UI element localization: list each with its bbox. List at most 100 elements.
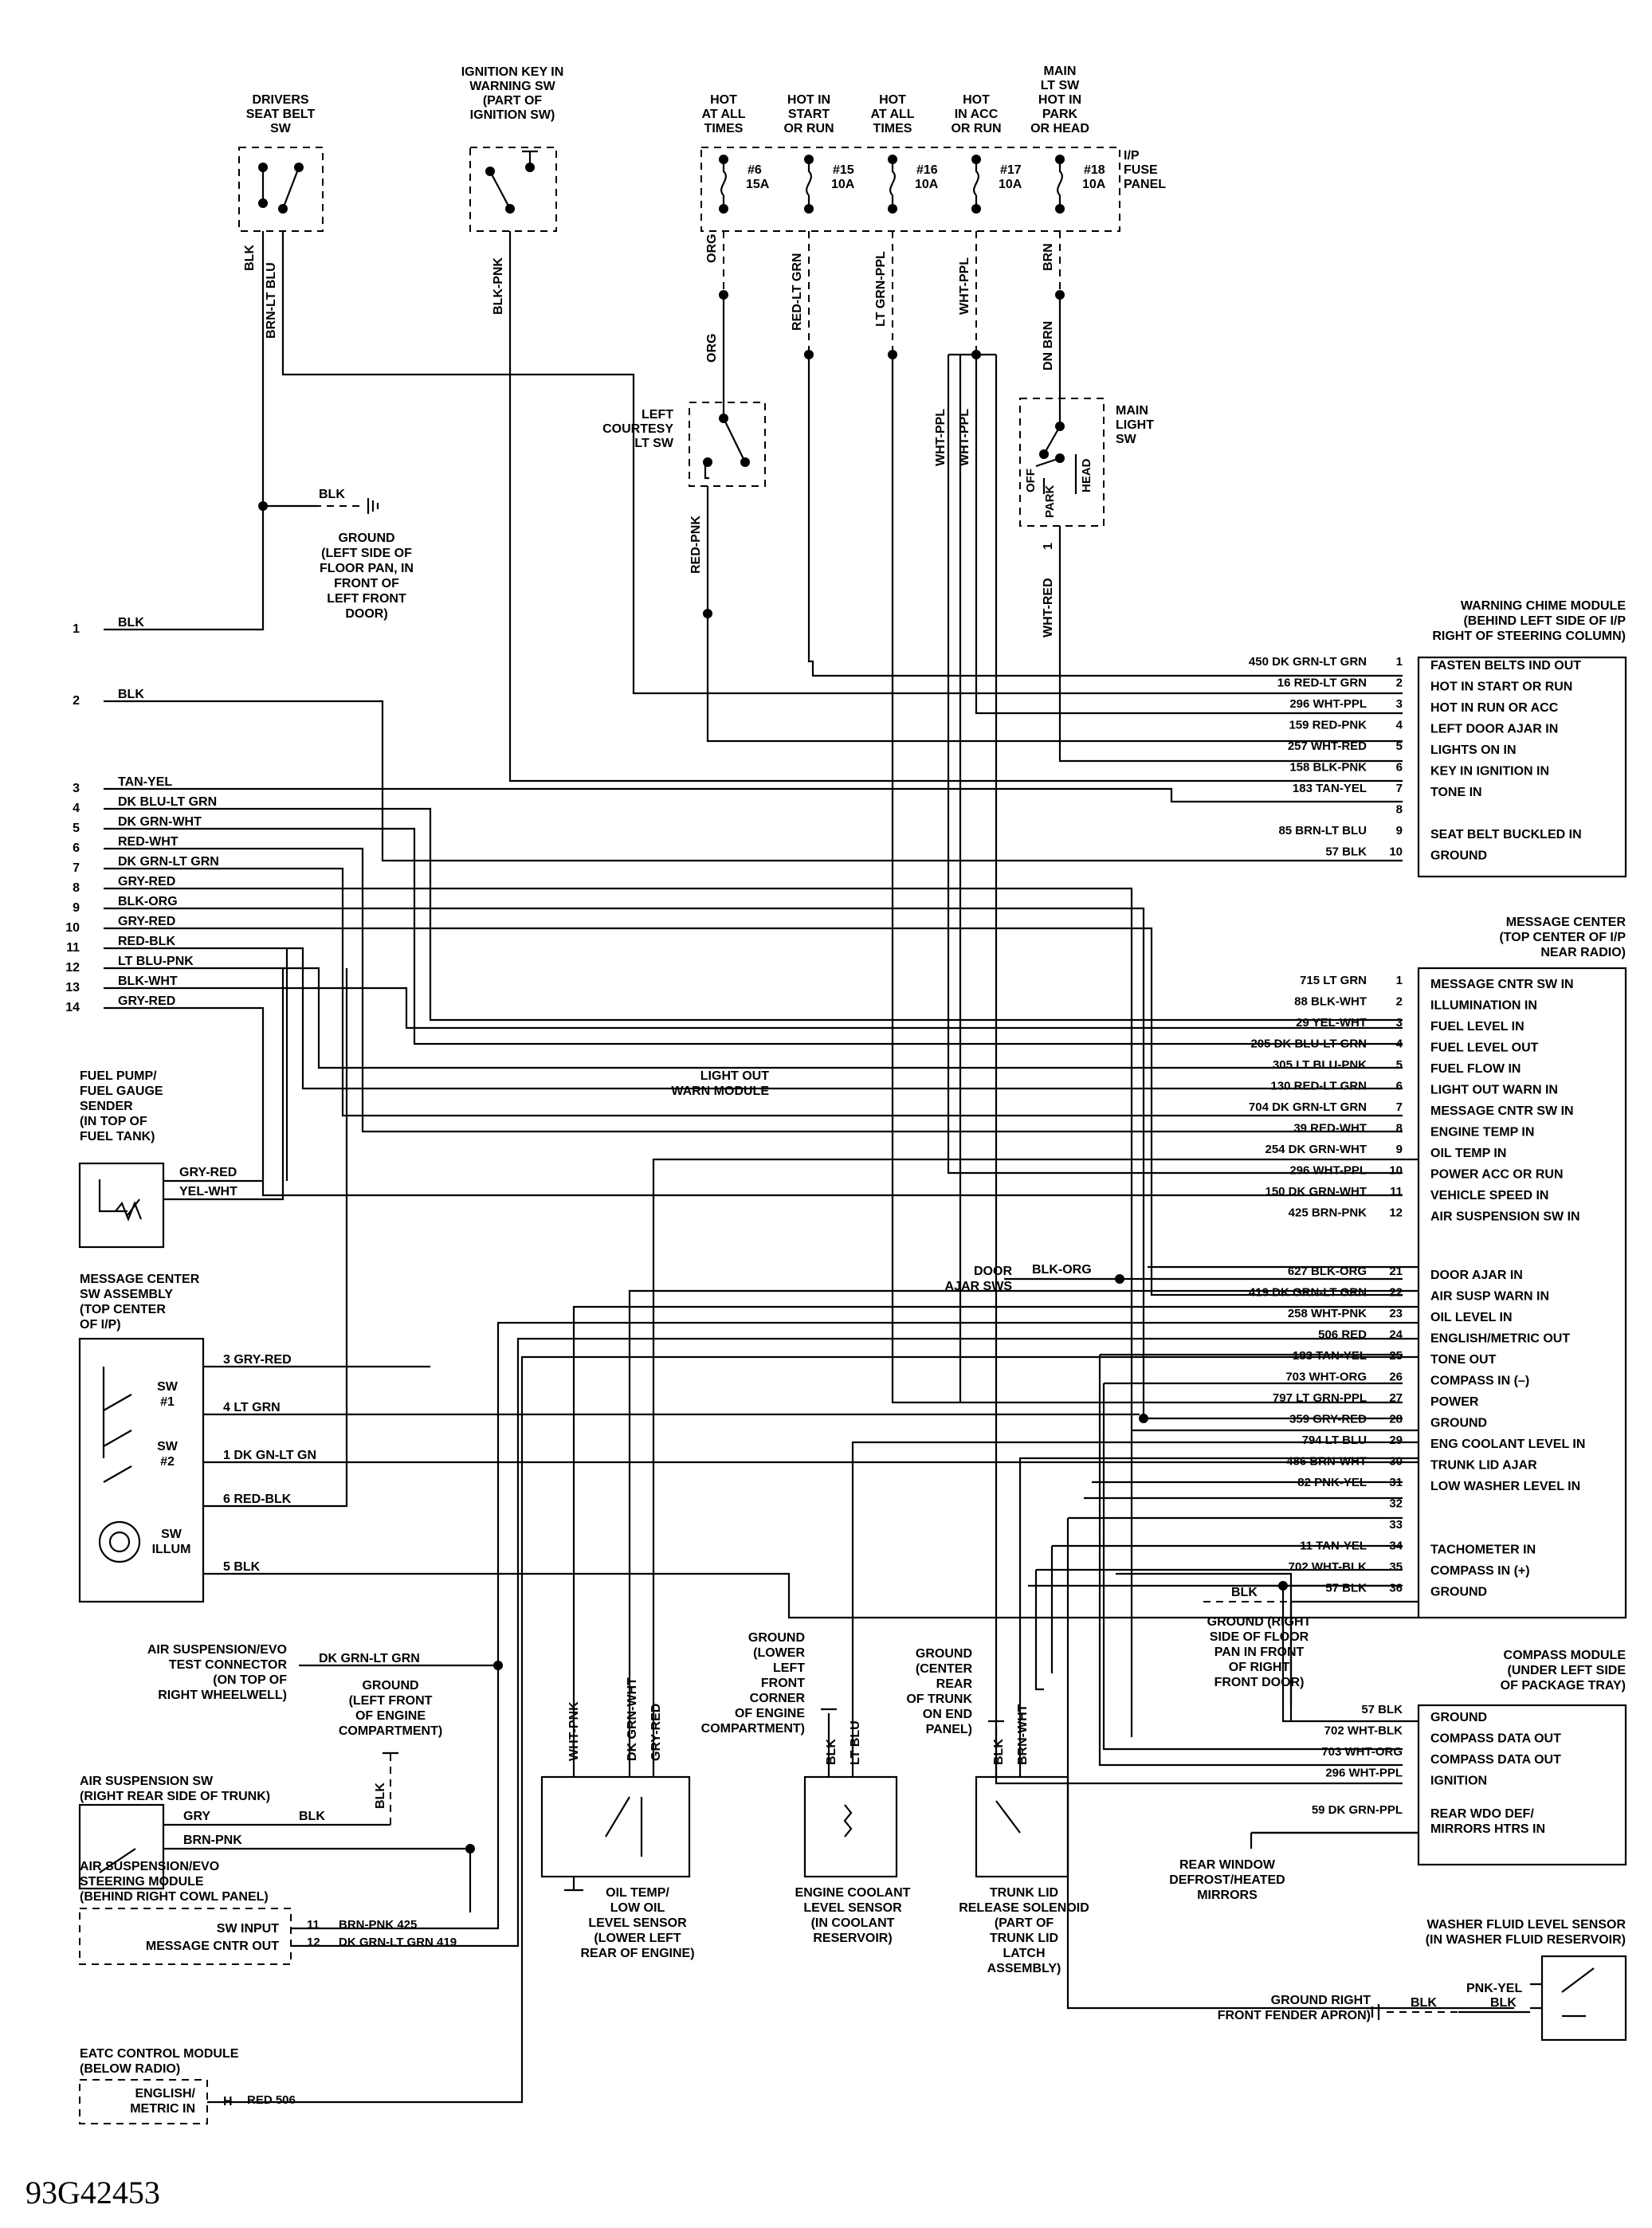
ground-right-floor-label: SIDE OF FLOOR — [1210, 1630, 1309, 1644]
fuse-terminal — [888, 155, 897, 164]
message-wire-label: 11 TAN-YEL — [1300, 1540, 1367, 1553]
message-pin-function: GROUND — [1430, 1586, 1487, 1599]
fuse-panel-label: PANEL — [1124, 178, 1166, 191]
air-sw-wire: BLK — [374, 1783, 387, 1809]
air-test-connector-label: AIR SUSPENSION/EVO — [147, 1643, 287, 1657]
ground-coolant-label: COMPARTMENT) — [701, 1722, 805, 1736]
left-connector-pin: 8 — [73, 881, 80, 895]
washer-wire: BLK — [1411, 1996, 1437, 2010]
message-wire-label: 419 DK GRN-LT GRN — [1249, 1286, 1367, 1300]
message-pin-number: 7 — [1396, 1100, 1403, 1114]
message-sw-wire-label: 1 DK GN-LT GN — [223, 1449, 316, 1462]
wire-color-label: BRN-LT BLU — [265, 262, 278, 339]
compass-title: (UNDER LEFT SIDE — [1508, 1664, 1626, 1677]
trunk-solenoid-label: (PART OF — [995, 1916, 1054, 1930]
trunk-solenoid-box — [975, 1775, 1069, 1878]
wire-color-label: BLK — [243, 245, 257, 271]
message-center-sw-box — [78, 1337, 205, 1603]
message-pin-number: 27 — [1389, 1391, 1403, 1405]
compass-wire-label: 57 BLK — [1361, 1703, 1403, 1716]
sw1-label: SW — [157, 1380, 179, 1394]
fuse-header-2: OR RUN — [783, 122, 834, 135]
chime-pin-function: LEFT DOOR AJAR IN — [1430, 723, 1558, 736]
trunk-solenoid-label: ASSEMBLY) — [987, 1962, 1061, 1975]
eatc-module-box — [79, 2079, 208, 2124]
oil-sensor-box — [540, 1775, 691, 1878]
warning-chime-title: WARNING CHIME MODULE — [1461, 599, 1626, 613]
chime-wire-label: 296 WHT-PPL — [1289, 697, 1367, 711]
oil-sensor-label: LOW OIL — [610, 1901, 665, 1915]
message-pin-number: 29 — [1389, 1434, 1403, 1447]
fuse-header-2: START — [788, 108, 830, 121]
fuse-header-3: AT ALL — [870, 108, 914, 121]
left-connector-pin: 5 — [73, 822, 80, 835]
air-test-connector-label: TEST CONNECTOR — [169, 1658, 288, 1672]
message-pin-number: 31 — [1389, 1476, 1403, 1489]
message-center-title: NEAR RADIO) — [1540, 946, 1626, 959]
air-evo-module-label: AIR SUSPENSION/EVO — [80, 1860, 219, 1873]
fuse-symbol — [720, 159, 727, 209]
message-pin-function: COMPASS IN (–) — [1430, 1375, 1529, 1388]
message-pin-number: 22 — [1389, 1286, 1403, 1300]
sw2-label: SW — [157, 1440, 179, 1453]
message-pin-function: LIGHT OUT WARN IN — [1430, 1084, 1558, 1097]
ground-floor-label: FRONT OF — [334, 577, 399, 590]
fuse-header-4: OR RUN — [951, 122, 1001, 135]
fuse-amperage: 10A — [915, 178, 939, 191]
air-suspension-sw-box — [78, 1803, 165, 1890]
fuse-amperage: 15A — [746, 178, 770, 191]
message-pin-function: AIR SUSPENSION SW IN — [1430, 1210, 1580, 1224]
trunk-wire: BLK — [992, 1739, 1006, 1765]
chime-pin-number: 6 — [1396, 761, 1403, 775]
message-wire-label: 183 TAN-YEL — [1293, 1349, 1367, 1363]
fuel-pump-label: FUEL TANK) — [80, 1130, 155, 1143]
wire-color-label: WHT-PPL — [934, 409, 948, 466]
left-connector-wire: LT BLU-PNK — [118, 955, 194, 968]
message-wire-label: 486 BRN-WHT — [1286, 1455, 1367, 1469]
message-pin-function: TACHOMETER IN — [1430, 1544, 1536, 1557]
wire-color-label: RED-PNK — [689, 516, 703, 574]
message-pin-function: LOW WASHER LEVEL IN — [1430, 1480, 1580, 1493]
fuse-terminal — [719, 204, 728, 214]
fuse-number: #18 — [1084, 163, 1105, 177]
fuse-symbol — [806, 159, 812, 209]
message-wire-label: 130 RED-LT GRN — [1270, 1080, 1367, 1093]
left-connector-wire: GRY-RED — [118, 994, 175, 1008]
door-ajar-label: DOOR — [974, 1265, 1012, 1278]
message-sw-assembly-label: (TOP CENTER — [80, 1303, 166, 1316]
left-connector-wire: GRY-RED — [118, 875, 175, 888]
air-evo-wire: BRN-PNK 425 — [339, 1918, 417, 1932]
message-pin-number: 26 — [1389, 1371, 1403, 1384]
chime-pin-function: HOT IN START OR RUN — [1430, 681, 1572, 694]
message-sw-assembly-label: MESSAGE CENTER — [80, 1273, 200, 1286]
compass-pin-function: COMPASS DATA OUT — [1430, 1753, 1561, 1767]
ignition-key-switch-label: (PART OF — [483, 94, 543, 108]
seat-belt-switch-label: SEAT BELT — [246, 108, 316, 121]
message-pin-function: FUEL LEVEL IN — [1430, 1020, 1524, 1034]
chime-pin-function: FASTEN BELTS IND OUT — [1430, 659, 1581, 673]
left-courtesy-label: LT SW — [634, 437, 673, 450]
message-wire-label: 29 YEL-WHT — [1296, 1016, 1367, 1030]
wire-color-label: ORG — [705, 234, 719, 263]
wire-color-label: BRN — [1042, 243, 1055, 271]
sw-illum-label: SW — [161, 1528, 182, 1541]
message-pin-function: FUEL FLOW IN — [1430, 1062, 1521, 1076]
message-pin-number: 11 — [1390, 1185, 1403, 1198]
coolant-sensor-label: RESERVOIR) — [813, 1932, 892, 1945]
air-suspension-sw-label: (RIGHT REAR SIDE OF TRUNK) — [80, 1790, 270, 1803]
trunk-solenoid-label: RELEASE SOLENOID — [959, 1901, 1089, 1915]
left-connector-wire: DK GRN-WHT — [118, 815, 202, 829]
message-pin-number: 28 — [1389, 1413, 1403, 1426]
fuse-panel-label: I/P — [1124, 149, 1140, 163]
message-wire-label: 704 DK GRN-LT GRN — [1249, 1100, 1367, 1114]
trunk-solenoid-label: TRUNK LID — [990, 1932, 1058, 1945]
message-center-title: MESSAGE CENTER — [1506, 916, 1626, 929]
message-pin-function: MESSAGE CNTR SW IN — [1430, 978, 1574, 991]
left-courtesy-switch-box — [689, 402, 766, 487]
fuse-number: #15 — [833, 163, 854, 177]
oil-wire: WHT-PNK — [567, 1701, 581, 1761]
oil-sensor-label: LEVEL SENSOR — [588, 1916, 687, 1930]
chime-pin-function: GROUND — [1430, 849, 1487, 863]
